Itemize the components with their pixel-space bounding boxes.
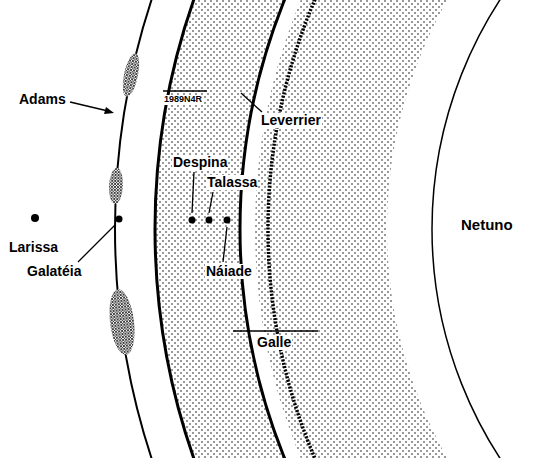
moon-label: Galatéia (26, 264, 82, 279)
moon-label: Despina (172, 155, 228, 170)
moon-dot (189, 217, 196, 224)
ring-label: Adams (18, 92, 67, 107)
leader-line (209, 192, 213, 213)
moon-dot (116, 216, 123, 223)
arago-ring-line (155, 0, 543, 458)
leader-line (78, 225, 115, 262)
leader-line (192, 172, 194, 213)
planet-label: Netuno (460, 217, 514, 234)
adams-ring-line (115, 0, 543, 458)
arrow-head (104, 107, 114, 114)
galle-ring-band (321, 0, 543, 458)
ring-span-bar (233, 330, 318, 332)
leader-line (223, 227, 227, 262)
moon-dot (31, 214, 39, 222)
ring-arc-clump (120, 52, 143, 98)
ring-label: Leverrier (260, 113, 322, 128)
lassell-ring-band (198, 0, 543, 458)
leader-line (241, 93, 262, 112)
ring-arc-clump (106, 288, 138, 356)
ring-label: Galle (256, 335, 292, 350)
ring-arc-clump (108, 168, 124, 205)
leader-arrow (70, 102, 108, 111)
moon-label: Náiade (205, 264, 253, 279)
moon-dot (224, 217, 231, 224)
neptune-planet (432, 0, 543, 458)
ring-label: 1989N4R (163, 95, 203, 105)
dark-ringlet (268, 0, 543, 458)
moon-label: Larissa (8, 240, 59, 255)
leverrier-ring-line (240, 0, 543, 458)
moon-dot (206, 217, 213, 224)
ring-span-bar (163, 90, 207, 92)
moon-label: Talassa (206, 175, 258, 190)
